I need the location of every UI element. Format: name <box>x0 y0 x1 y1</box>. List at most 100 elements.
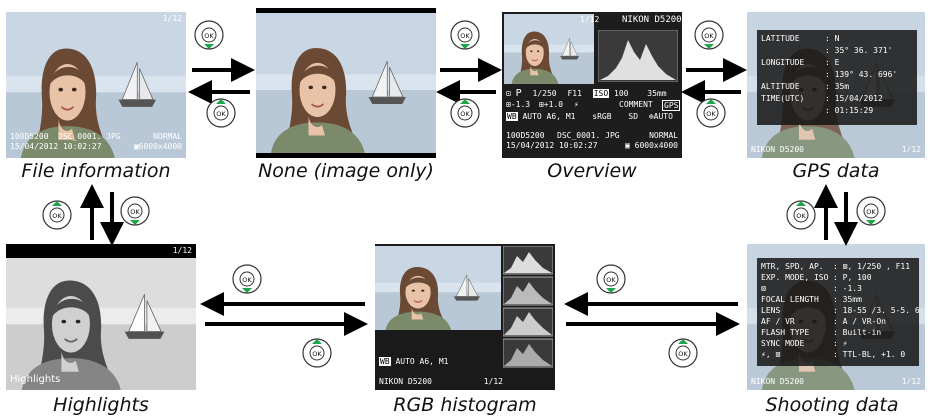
info-value: : 15/04/2012 <box>825 94 883 103</box>
info-value: : 01:15:29 <box>825 106 874 115</box>
luminance-histogram <box>598 30 678 82</box>
info-value: : 35mm <box>833 295 862 304</box>
info-label: MTR, SPD, AP. <box>761 262 824 271</box>
wb-label: WB <box>506 112 518 121</box>
info-row: ALTITUDE : 35m <box>761 82 897 94</box>
panel-none-image-only[interactable] <box>256 8 436 158</box>
white-balance: AUTO A6, M1 <box>395 357 449 366</box>
portrait-thumbnail <box>375 246 501 330</box>
caption-highlights: Highlights <box>53 394 149 416</box>
caption-shooting-data: Shooting data <box>765 394 899 416</box>
info-value: : A / VR-On <box>833 317 886 326</box>
active-d-lighting: AUTO <box>653 112 673 121</box>
dpad-down-icon <box>120 196 150 226</box>
image-size: ▣6000x4000 <box>133 142 182 151</box>
wb-icon: WB <box>379 357 391 366</box>
portrait-photo <box>256 13 436 153</box>
exposure-mode: P <box>515 88 522 99</box>
top-bar <box>6 244 196 258</box>
info-row: : 139° 43. 696' <box>761 70 897 82</box>
dpad-up-icon <box>668 338 698 368</box>
dpad-down-icon <box>194 20 224 50</box>
exposure-comp-icon: ⊞ <box>506 100 511 109</box>
image-size: ▣ 6000x4000 <box>625 141 678 150</box>
flash-comp: +1.0 <box>543 100 564 109</box>
frame-counter: 1/12 <box>901 377 921 386</box>
date-time: 15/04/2012 10:02:27 <box>10 142 102 151</box>
panel-highlights[interactable]: 1/12 Highlights <box>6 244 196 390</box>
camera-name: NIKON D5200 <box>379 377 432 386</box>
info-label: TIME(UTC) <box>761 94 805 103</box>
dpad-up-icon <box>302 338 332 368</box>
white-balance: AUTO A6, M1 <box>522 112 576 121</box>
caption-file-information: File information <box>21 160 171 182</box>
caption-overview: Overview <box>547 160 637 182</box>
info-label: LONGITUDE <box>761 58 805 67</box>
info-row: FLASH TYPE: Built-in <box>761 328 920 339</box>
info-value: : P, 100 <box>833 273 872 282</box>
info-row: TIME(UTC) : 15/04/2012 <box>761 94 897 106</box>
info-row: SYNC MODE : ⚡ <box>761 339 920 350</box>
gps-rows: LATITUDE: N: 35° 36. 371' LONGITUDE : E : 1… <box>761 34 897 118</box>
portrait-photo <box>6 244 196 390</box>
info-row: : 35° 36. 371' <box>761 46 897 58</box>
info-value: : 35° 36. 371' <box>825 46 893 55</box>
dpad-down-icon <box>232 264 262 294</box>
dpad-down-icon <box>694 20 724 50</box>
gps-info-box <box>757 30 917 125</box>
frame-counter: 1/12 <box>172 246 192 255</box>
dpad-down-icon <box>856 196 886 226</box>
flash-comp-icon: ⊞ <box>538 100 544 109</box>
info-row: LONGITUDE : E <box>761 58 897 70</box>
info-value: : 35m <box>825 82 850 91</box>
size-icon: ▣ <box>133 142 139 151</box>
size-icon: ▣ <box>625 141 635 150</box>
dpad-down-icon <box>596 264 626 294</box>
comment-badge: COMMENT <box>619 100 653 109</box>
info-row: EXP. MODE, ISO : P, 100 <box>761 273 920 284</box>
info-row: : 01:15:29 <box>761 106 897 118</box>
info-row: ⊠: -1.3 <box>761 284 920 295</box>
info-value: : N <box>825 34 840 43</box>
caption-none-image-only: None (image only) <box>258 160 434 182</box>
file-name: DSC_0001. JPG <box>58 132 121 141</box>
file-name: DSC_0001. JPG <box>557 131 620 140</box>
shooting-info-box <box>757 258 919 366</box>
portrait-thumbnail <box>504 14 594 84</box>
caption-rgb-histogram: RGB histogram <box>393 394 537 416</box>
iso-label: ISO <box>592 89 610 98</box>
focal-length: 35mm <box>647 89 667 98</box>
info-value: : ⊠, 1/250 , F11 <box>833 262 911 271</box>
info-label: ALTITUDE <box>761 82 800 91</box>
rgb-histograms <box>503 246 553 368</box>
info-label: ⊠ <box>761 284 766 293</box>
info-label: SYNC MODE <box>761 339 805 348</box>
aperture: F11 <box>567 89 582 98</box>
info-label: LENS <box>761 306 781 315</box>
dpad-up-icon <box>206 98 236 128</box>
info-row: LATITUDE: N <box>761 34 897 46</box>
info-value: : 139° 43. 696' <box>825 70 898 79</box>
camera-name: NIKON D5200 <box>751 377 804 386</box>
info-label: EXP. MODE, ISO <box>761 273 829 282</box>
shutter-speed: 1/250 <box>532 89 557 98</box>
info-value: : Built-in <box>833 328 882 337</box>
panel-rgb-histogram[interactable]: WB AUTO A6, M1 NIKON D5200 1/12 <box>375 244 555 390</box>
folder-name: 100D5200 <box>10 132 49 141</box>
flash-icon: ⚡ <box>573 100 579 109</box>
adl-icon: ⊕ <box>648 112 654 121</box>
metering-icon: ⊡ <box>506 89 511 98</box>
panel-overview[interactable]: 1/12 NIKON D5200 ⊡ P 1/250 F11 ISO 100 3… <box>502 12 682 158</box>
panel-gps-data[interactable]: LATITUDE: N: 35° 36. 371' LONGITUDE : E : 1… <box>747 12 925 158</box>
frame-counter: 1/12 <box>901 145 921 154</box>
info-value: : 18-55 /3. 5-5. 6 <box>833 306 920 315</box>
info-value: : ⚡ <box>833 339 848 348</box>
caption-gps-data: GPS data <box>792 160 880 182</box>
dpad-up-icon <box>696 98 726 128</box>
gps-badge: GPS <box>662 100 681 111</box>
image-quality: NORMAL <box>153 132 182 141</box>
dpad-up-icon <box>450 98 480 128</box>
panel-file-information[interactable]: 1/12 100D5200 DSC_0001. JPG NORMAL 15/04… <box>6 12 186 158</box>
info-value: : E <box>825 58 840 67</box>
